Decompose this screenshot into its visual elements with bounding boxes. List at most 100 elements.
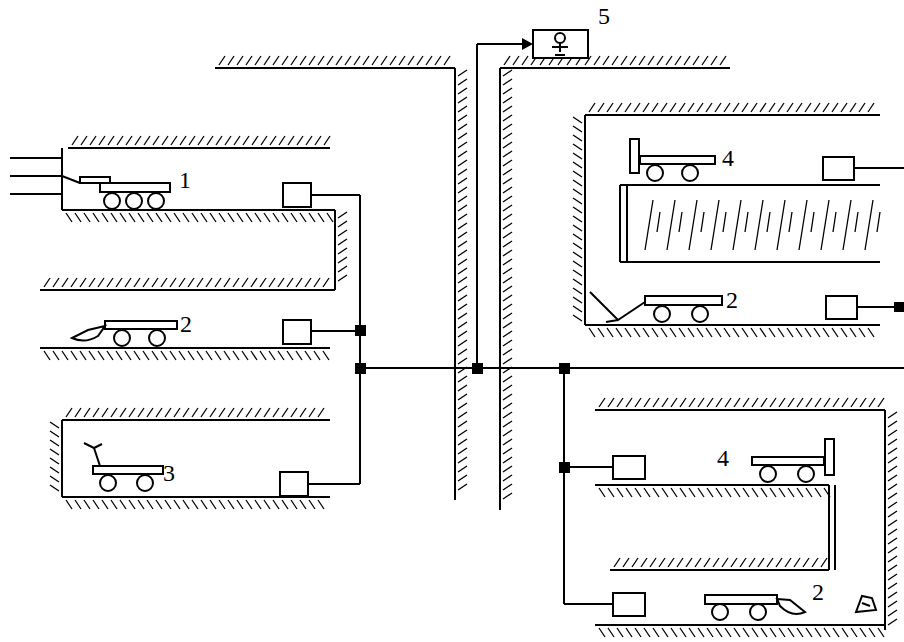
wall-stroke (215, 278, 221, 287)
wall-stroke (634, 328, 640, 337)
wall-stroke (859, 103, 865, 112)
wall-stroke (152, 278, 158, 287)
wall-stroke (888, 475, 897, 481)
wall-stroke (842, 628, 848, 637)
wall-stroke (66, 500, 72, 509)
wall-stroke (225, 136, 231, 145)
cables (10, 44, 904, 604)
wall-stroke (242, 278, 248, 287)
wall-stroke (868, 103, 874, 112)
wall-stroke (503, 358, 512, 364)
wall-stroke (273, 213, 279, 222)
tunnel-walls (40, 56, 897, 637)
wall-stroke (860, 398, 866, 407)
wall-stroke (273, 56, 279, 65)
wall-stroke (458, 295, 467, 301)
wall-stroke (44, 278, 50, 287)
wall-stroke (233, 351, 239, 360)
wall-stroke (458, 160, 467, 166)
wall-stroke (888, 529, 897, 535)
wall-stroke (107, 278, 113, 287)
wall-stroke (617, 398, 623, 407)
wall-stroke (610, 569, 829, 571)
wall-stroke (585, 114, 880, 116)
wall-stroke (503, 142, 512, 148)
machines (72, 139, 876, 620)
wall-stroke (197, 278, 203, 287)
wall-stroke (767, 212, 770, 232)
wall-stroke (573, 198, 582, 204)
wall-stroke (458, 178, 467, 184)
wall-stroke (237, 500, 243, 509)
wall-stroke (503, 223, 512, 229)
wall-stroke (144, 136, 150, 145)
wall-stroke (458, 223, 467, 229)
wall-stroke (138, 408, 144, 417)
wall-stroke (291, 500, 297, 509)
wall-stroke (503, 421, 512, 427)
wall-stroke (716, 398, 722, 407)
wall-stroke (598, 328, 604, 337)
wall-stroke (608, 628, 614, 637)
wall-stroke (779, 488, 785, 497)
wall-stroke (338, 248, 347, 254)
wall-stroke (888, 565, 897, 571)
wall-stroke (282, 500, 288, 509)
wall-stroke (458, 475, 467, 481)
wall-stroke (584, 115, 586, 325)
wall-stroke (503, 340, 512, 346)
wall-stroke (778, 103, 784, 112)
wall-stroke (62, 419, 330, 421)
wall-stroke (260, 278, 266, 287)
wall-stroke (671, 628, 677, 637)
wall-stroke (888, 592, 897, 598)
wall-stroke (198, 136, 204, 145)
wall-stroke (788, 628, 794, 637)
wall-stroke (233, 278, 239, 287)
wall-stroke (458, 457, 467, 463)
wall-stroke (246, 408, 252, 417)
callout-number: 5 (598, 4, 610, 28)
wall-stroke (81, 136, 87, 145)
wall-stroke (255, 408, 261, 417)
coal-face (620, 185, 880, 570)
wall-stroke (626, 398, 632, 407)
wall-stroke (573, 126, 582, 132)
wall-stroke (785, 558, 791, 567)
wall-stroke (503, 385, 512, 391)
wall-stroke (667, 200, 675, 250)
wall-stroke (779, 628, 785, 637)
wall-stroke (616, 103, 622, 112)
wall-stroke (888, 511, 897, 517)
wall-stroke (458, 187, 467, 193)
wall-stroke (855, 212, 858, 232)
wall-stroke (612, 56, 618, 65)
wall-stroke (458, 79, 467, 85)
wall-stroke (297, 136, 303, 145)
wall-stroke (796, 328, 802, 337)
wall-stroke (878, 628, 884, 637)
wall-stroke (170, 278, 176, 287)
wall-stroke (652, 103, 658, 112)
wall-stroke (278, 278, 284, 287)
wall-stroke (865, 200, 873, 250)
wall-stroke (120, 500, 126, 509)
wall-stroke (805, 328, 811, 337)
wall-stroke (752, 398, 758, 407)
wall-stroke (50, 431, 59, 437)
wall-stroke (201, 408, 207, 417)
wall-stroke (458, 484, 467, 490)
wall-stroke (503, 178, 512, 184)
wall-stroke (98, 351, 104, 360)
wall-stroke (62, 351, 68, 360)
wall-stroke (755, 200, 763, 250)
wall-stroke (503, 124, 512, 130)
wall-stroke (282, 56, 288, 65)
wall-stroke (156, 500, 162, 509)
wall-stroke (219, 500, 225, 509)
wall-stroke (318, 56, 324, 65)
wall-stroke (833, 212, 836, 232)
wall-stroke (287, 351, 293, 360)
wall-stroke (338, 275, 347, 281)
wall-stroke (210, 500, 216, 509)
